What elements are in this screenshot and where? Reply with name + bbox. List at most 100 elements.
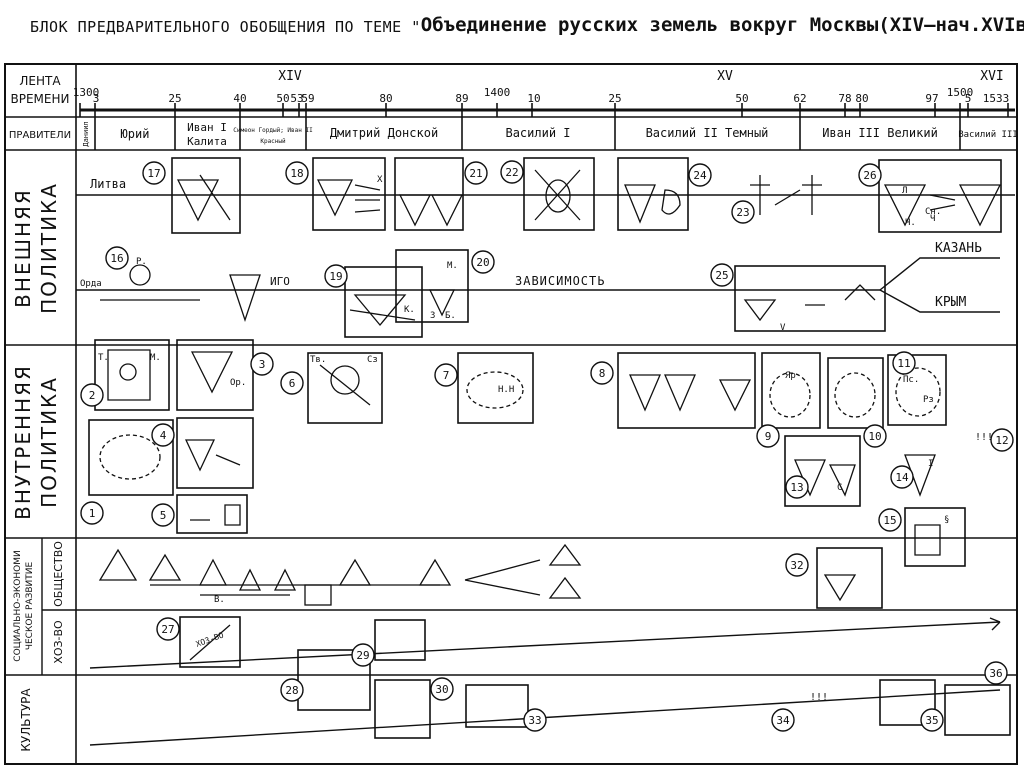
sym-m2: М. [447, 261, 458, 271]
year-1480: 80 [855, 92, 868, 105]
sym-x: Х [377, 175, 383, 185]
sym-b: Б. [445, 311, 456, 321]
year-80: 80 [379, 92, 392, 105]
ruler-ivan1: Иван I [187, 121, 227, 134]
year-1410: 10 [527, 92, 540, 105]
sym-yar: Яр [785, 371, 796, 381]
year-89: 89 [455, 92, 468, 105]
sym-t: Т. [98, 353, 109, 363]
badge-26: 26 [863, 169, 876, 182]
sym-l: Л [902, 186, 907, 196]
badge-27: 27 [161, 623, 174, 636]
sym-v2: V [780, 323, 786, 333]
kazan-krym-branches [879, 257, 1000, 313]
sym-ch: Ч [930, 214, 935, 224]
badge-16: 16 [110, 252, 123, 265]
ruler-dmitry: Дмитрий Донской [330, 126, 438, 140]
row-label-culture: КУЛЬТУРА [19, 688, 33, 752]
badge-19: 19 [329, 270, 342, 283]
badge-6: 6 [289, 377, 296, 390]
row-label-society: ОБЩЕСТВО [52, 541, 65, 607]
year-1478: 78 [838, 92, 851, 105]
badge-21: 21 [469, 167, 482, 180]
badge-35: 35 [925, 714, 938, 727]
badge-13: 13 [790, 481, 803, 494]
badge-4: 4 [160, 429, 167, 442]
sym-exclaim-1: !!! [975, 432, 993, 443]
sym-rz: Рз [923, 395, 934, 405]
year-53: 53 [290, 92, 303, 105]
badge-36: 36 [989, 667, 1002, 680]
row-label-domestic-2: ПОЛИТИКА [37, 376, 61, 508]
badge-34: 34 [776, 714, 790, 727]
row-label-domestic-1: ВНУТРЕННЯЯ [11, 364, 35, 520]
ruler-krasny: Красный [260, 138, 286, 145]
badge-10: 10 [868, 430, 881, 443]
outer-frame [4, 63, 1018, 765]
badge-12: 12 [995, 434, 1008, 447]
badge-33: 33 [528, 714, 541, 727]
year-25: 25 [168, 92, 181, 105]
zavisimost-label: ЗАВИСИМОСТЬ [515, 274, 605, 288]
orda-label: Орда [80, 279, 102, 289]
year-1505: 5 [965, 92, 972, 105]
litva-label: Литва [90, 177, 126, 191]
page-title: БЛОК ПРЕДВАРИТЕЛЬНОГО ОБОБЩЕНИЯ ПО ТЕМЕ … [30, 14, 1024, 48]
badge-32: 32 [790, 559, 803, 572]
badge-15: 15 [883, 514, 896, 527]
badge-9: 9 [765, 430, 772, 443]
row-label-socio-1: СОЦИАЛЬНО-ЭКОНОМИ [13, 550, 23, 661]
year-03: 3 [93, 92, 100, 105]
row-label-rulers: ПРАВИТЕЛИ [9, 130, 71, 141]
year-1450: 50 [735, 92, 748, 105]
title-main: Объединение русских земель вокруг Москвы… [420, 14, 1024, 36]
year-1400: 1400 [484, 86, 511, 99]
sym-sn: Сн. [925, 207, 941, 217]
badge-28: 28 [285, 684, 298, 697]
badge-2: 2 [89, 389, 96, 402]
row-label-timeline-1: ЛЕНТА [19, 74, 61, 88]
krym-label: КРЫМ [935, 295, 966, 310]
century-xv: XV [717, 69, 733, 84]
sym-v: В. [214, 595, 225, 605]
economy-arrow [89, 621, 1001, 669]
sym-sz: Сз [367, 355, 378, 365]
badge-23: 23 [736, 206, 749, 219]
sym-m: М. [150, 353, 161, 363]
badge-17: 17 [147, 167, 160, 180]
ruler-vasily2: Василий II Темный [646, 126, 769, 140]
sym-exclaim-2: !!! [810, 692, 828, 703]
century-xvi: XVI [980, 69, 1003, 84]
year-50: 50 [276, 92, 289, 105]
row-label-socio-2: ЧЕСКОЕ РАЗВИТИЕ [25, 562, 35, 651]
badge-11: 11 [897, 357, 910, 370]
sym-i: I [928, 459, 933, 469]
ruler-vasily1: Василий I [505, 126, 570, 140]
badge-7: 7 [443, 369, 450, 382]
badge-29: 29 [356, 649, 369, 662]
ruler-daniil: Даниил [82, 121, 90, 146]
badge-30: 30 [435, 683, 448, 696]
year-1425: 25 [608, 92, 621, 105]
igo-label: ИГО [270, 275, 290, 288]
row-label-economy: ХОЗ-ВО [52, 620, 65, 664]
century-xiv: XIV [278, 69, 302, 84]
sym-z: З [430, 311, 435, 321]
year-1462: 62 [793, 92, 806, 105]
badge-14: 14 [895, 471, 909, 484]
ruler-simeon-ivan2: Симеон Гордый; Иван II [233, 127, 313, 134]
badge-22: 22 [505, 166, 518, 179]
sym-nn: Н.Н [498, 385, 514, 395]
badge-20: 20 [476, 256, 489, 269]
ruler-ivan3: Иван III Великий [822, 126, 938, 140]
ruler-vasily3: Василий III [958, 130, 1018, 140]
xoz-vo-annotation: ХОЗ-ВО [195, 630, 225, 648]
sym-or: Ор. [230, 378, 246, 388]
year-1500: 1500 [947, 86, 974, 99]
sym-tv: Тв. [310, 355, 326, 365]
year-1300: 1300 [73, 86, 100, 99]
year-1497: 97 [925, 92, 938, 105]
title-prefix: БЛОК ПРЕДВАРИТЕЛЬНОГО ОБОБЩЕНИЯ ПО ТЕМЕ … [30, 18, 421, 36]
sym-k: К. [404, 305, 415, 315]
row-label-foreign-2: ПОЛИТИКА [37, 182, 61, 314]
